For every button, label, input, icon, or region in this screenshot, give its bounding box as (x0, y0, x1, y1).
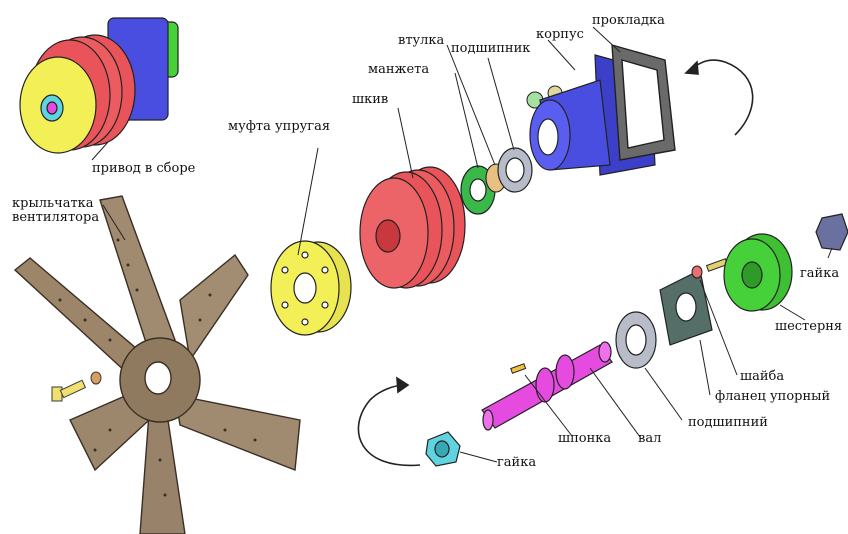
gasket-part (612, 45, 675, 160)
gear-part (724, 234, 792, 311)
fan-impeller (15, 196, 300, 534)
washer-part (692, 266, 702, 278)
label-key: шпонка (558, 432, 611, 446)
label-cuff: манжета (368, 63, 429, 77)
label-drive-assembly: привод в сборе (92, 162, 195, 176)
label-washer: шайба (740, 370, 784, 384)
fan-bolt (52, 372, 101, 401)
label-nut-bottom: гайка (497, 456, 536, 470)
label-nut-right: гайка (800, 267, 839, 281)
rotation-arrow-top (686, 60, 753, 135)
bearing-top-part (498, 148, 532, 192)
label-housing: корпус (536, 28, 584, 42)
thrust-flange-part (660, 270, 712, 345)
drive-assembly (20, 18, 178, 153)
label-bearing-bottom: подшипний (688, 416, 768, 430)
label-bushing: втулка (398, 34, 444, 48)
label-fan-impeller-line2: вентилятора (12, 211, 99, 225)
elastic-coupling (271, 241, 351, 335)
rotation-arrow-bottom (358, 378, 420, 465)
nut-right-part (816, 214, 848, 250)
shaft-part (482, 342, 612, 430)
bearing-bottom-part (616, 312, 656, 368)
label-fan-impeller-line1: крыльчатка (12, 197, 94, 211)
label-gear: шестерня (775, 320, 842, 334)
nut-bottom-part (426, 432, 460, 466)
label-gasket: прокладка (592, 14, 665, 28)
pulley (360, 167, 465, 288)
label-bearing-top: подшипник (451, 42, 530, 56)
key-part (511, 364, 526, 373)
label-elastic-coupling: муфта упругая (228, 120, 330, 134)
label-shaft: вал (638, 432, 661, 446)
label-thrust-flange: фланец упорный (715, 390, 830, 404)
label-pulley: шкив (352, 93, 388, 107)
